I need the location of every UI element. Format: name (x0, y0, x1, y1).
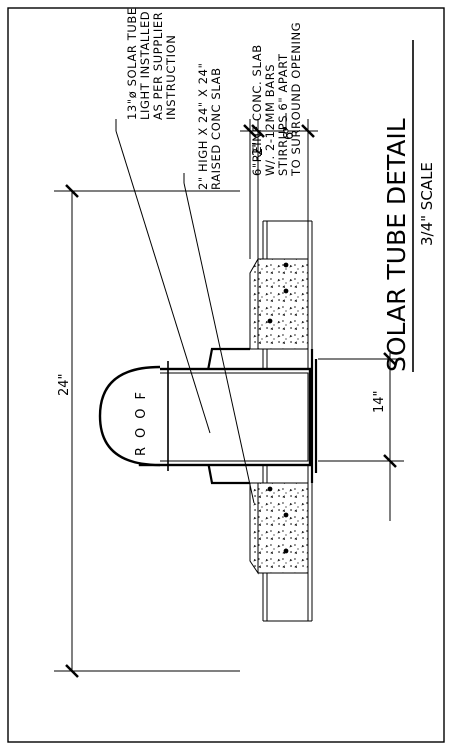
rebar (267, 262, 289, 554)
roof-label: ROOF (134, 383, 149, 456)
note-reinf-slab: 6"REINF CONC. SLAB W/. 2-12MM BARS STIRR… (250, 22, 303, 177)
note-raised-slab: 2" HIGH X 24" X 24" RAISED CONC SLAB (196, 63, 223, 190)
concrete-slab (249, 257, 309, 575)
leaders (115, 113, 287, 504)
note-solar-tube-line-2: LIGHT INSTALLED (138, 11, 152, 120)
note-raised-slab-line-2: RAISED CONC SLAB (209, 67, 223, 190)
note-solar-tube: 13"ø SOLAR TUBE LIGHT INSTALLED AS PER S… (125, 7, 178, 120)
note-reinf-slab-line-2: W/. 2-12MM BARS (263, 64, 277, 176)
dim-24 (54, 184, 240, 678)
dim-6-label: 6" (282, 126, 297, 140)
dim-2-label: 2" (251, 142, 266, 156)
solar-tube (98, 361, 312, 471)
note-solar-tube-line-3: AS PER SUPPLIER (151, 12, 165, 120)
dim-24-label: 24" (57, 373, 72, 396)
note-reinf-slab-line-1: 6"REINF CONC. SLAB (250, 44, 264, 176)
dim-14-label: 14" (372, 390, 387, 413)
sheet-border (7, 7, 445, 743)
note-solar-tube-line-1: 13"ø SOLAR TUBE (125, 7, 139, 120)
dim-slab (240, 119, 318, 259)
note-solar-tube-line-4: INSTRUCTION (164, 35, 178, 120)
dim-14 (318, 352, 404, 521)
note-reinf-slab-line-3: STIRRUPS 6" APART (276, 53, 290, 176)
drawing-title: SOLAR TUBE DETAIL (382, 118, 411, 372)
rotated-detail (54, 113, 404, 678)
note-raised-slab-line-1: 2" HIGH X 24" X 24" (196, 63, 210, 190)
note-reinf-slab-line-4: TO SURROUND OPENING (289, 22, 303, 177)
drawing-scale: 3/4" SCALE (418, 162, 436, 246)
